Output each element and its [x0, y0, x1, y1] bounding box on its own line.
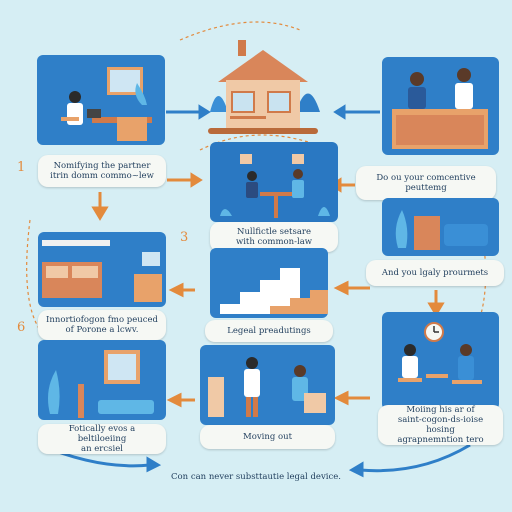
disclaimer-text: Con can never substtautie legal device.: [171, 472, 341, 482]
panel-housing-agreement: [382, 312, 499, 410]
step-label-legal-proceedings: Legeal preadutings: [205, 320, 333, 342]
bookshelf-icon: [42, 240, 162, 302]
step-label-conceptive-parenting: Do ou your comcentive peuttemg: [356, 166, 496, 200]
step-label-settlement: Nullfictle setsare with common-law: [210, 222, 338, 252]
house-illustration: [208, 40, 320, 134]
step-label-housing-agreement: Moiing his ar of saint-cogon-ds-ioise ho…: [378, 405, 503, 445]
stairs-icon: [220, 268, 328, 314]
step-label-information: Innortiofogon fmo peuced of Porone a lcw…: [38, 310, 166, 340]
table-meeting-icon: [220, 154, 330, 218]
desk-scene-icon: [61, 67, 152, 141]
meeting-scene-icon: [392, 68, 488, 149]
step-label-notify-partner: Nomifying the partner itrin domm commo~l…: [38, 155, 166, 187]
step-number-6: 6: [17, 320, 26, 335]
panel-fiscal-events: [38, 340, 166, 420]
panel-legally-prompts: [382, 198, 499, 256]
sofa-scene-icon: [395, 210, 488, 250]
step-label-legally-prompts: And you lgaly prourmets: [366, 260, 504, 286]
step-label-fiscal-events: Fotically evos a beltiloeiing an ercsiel: [38, 424, 166, 454]
panel-conceptive-parenting: [382, 57, 499, 155]
moving-scene-icon: [208, 357, 326, 417]
panel-information: [38, 232, 166, 307]
reading-scene-icon: [398, 322, 482, 384]
panel-moving-out: [200, 345, 335, 425]
bedroom-scene-icon: [48, 350, 154, 418]
step-number-3: 3: [180, 230, 189, 245]
step-number-1: 1: [17, 160, 26, 175]
step-label-moving-out: Moving out: [200, 425, 335, 449]
panel-settlement: [210, 142, 338, 222]
panel-notify-partner: [37, 55, 165, 145]
panel-legal-proceedings: [210, 248, 328, 318]
